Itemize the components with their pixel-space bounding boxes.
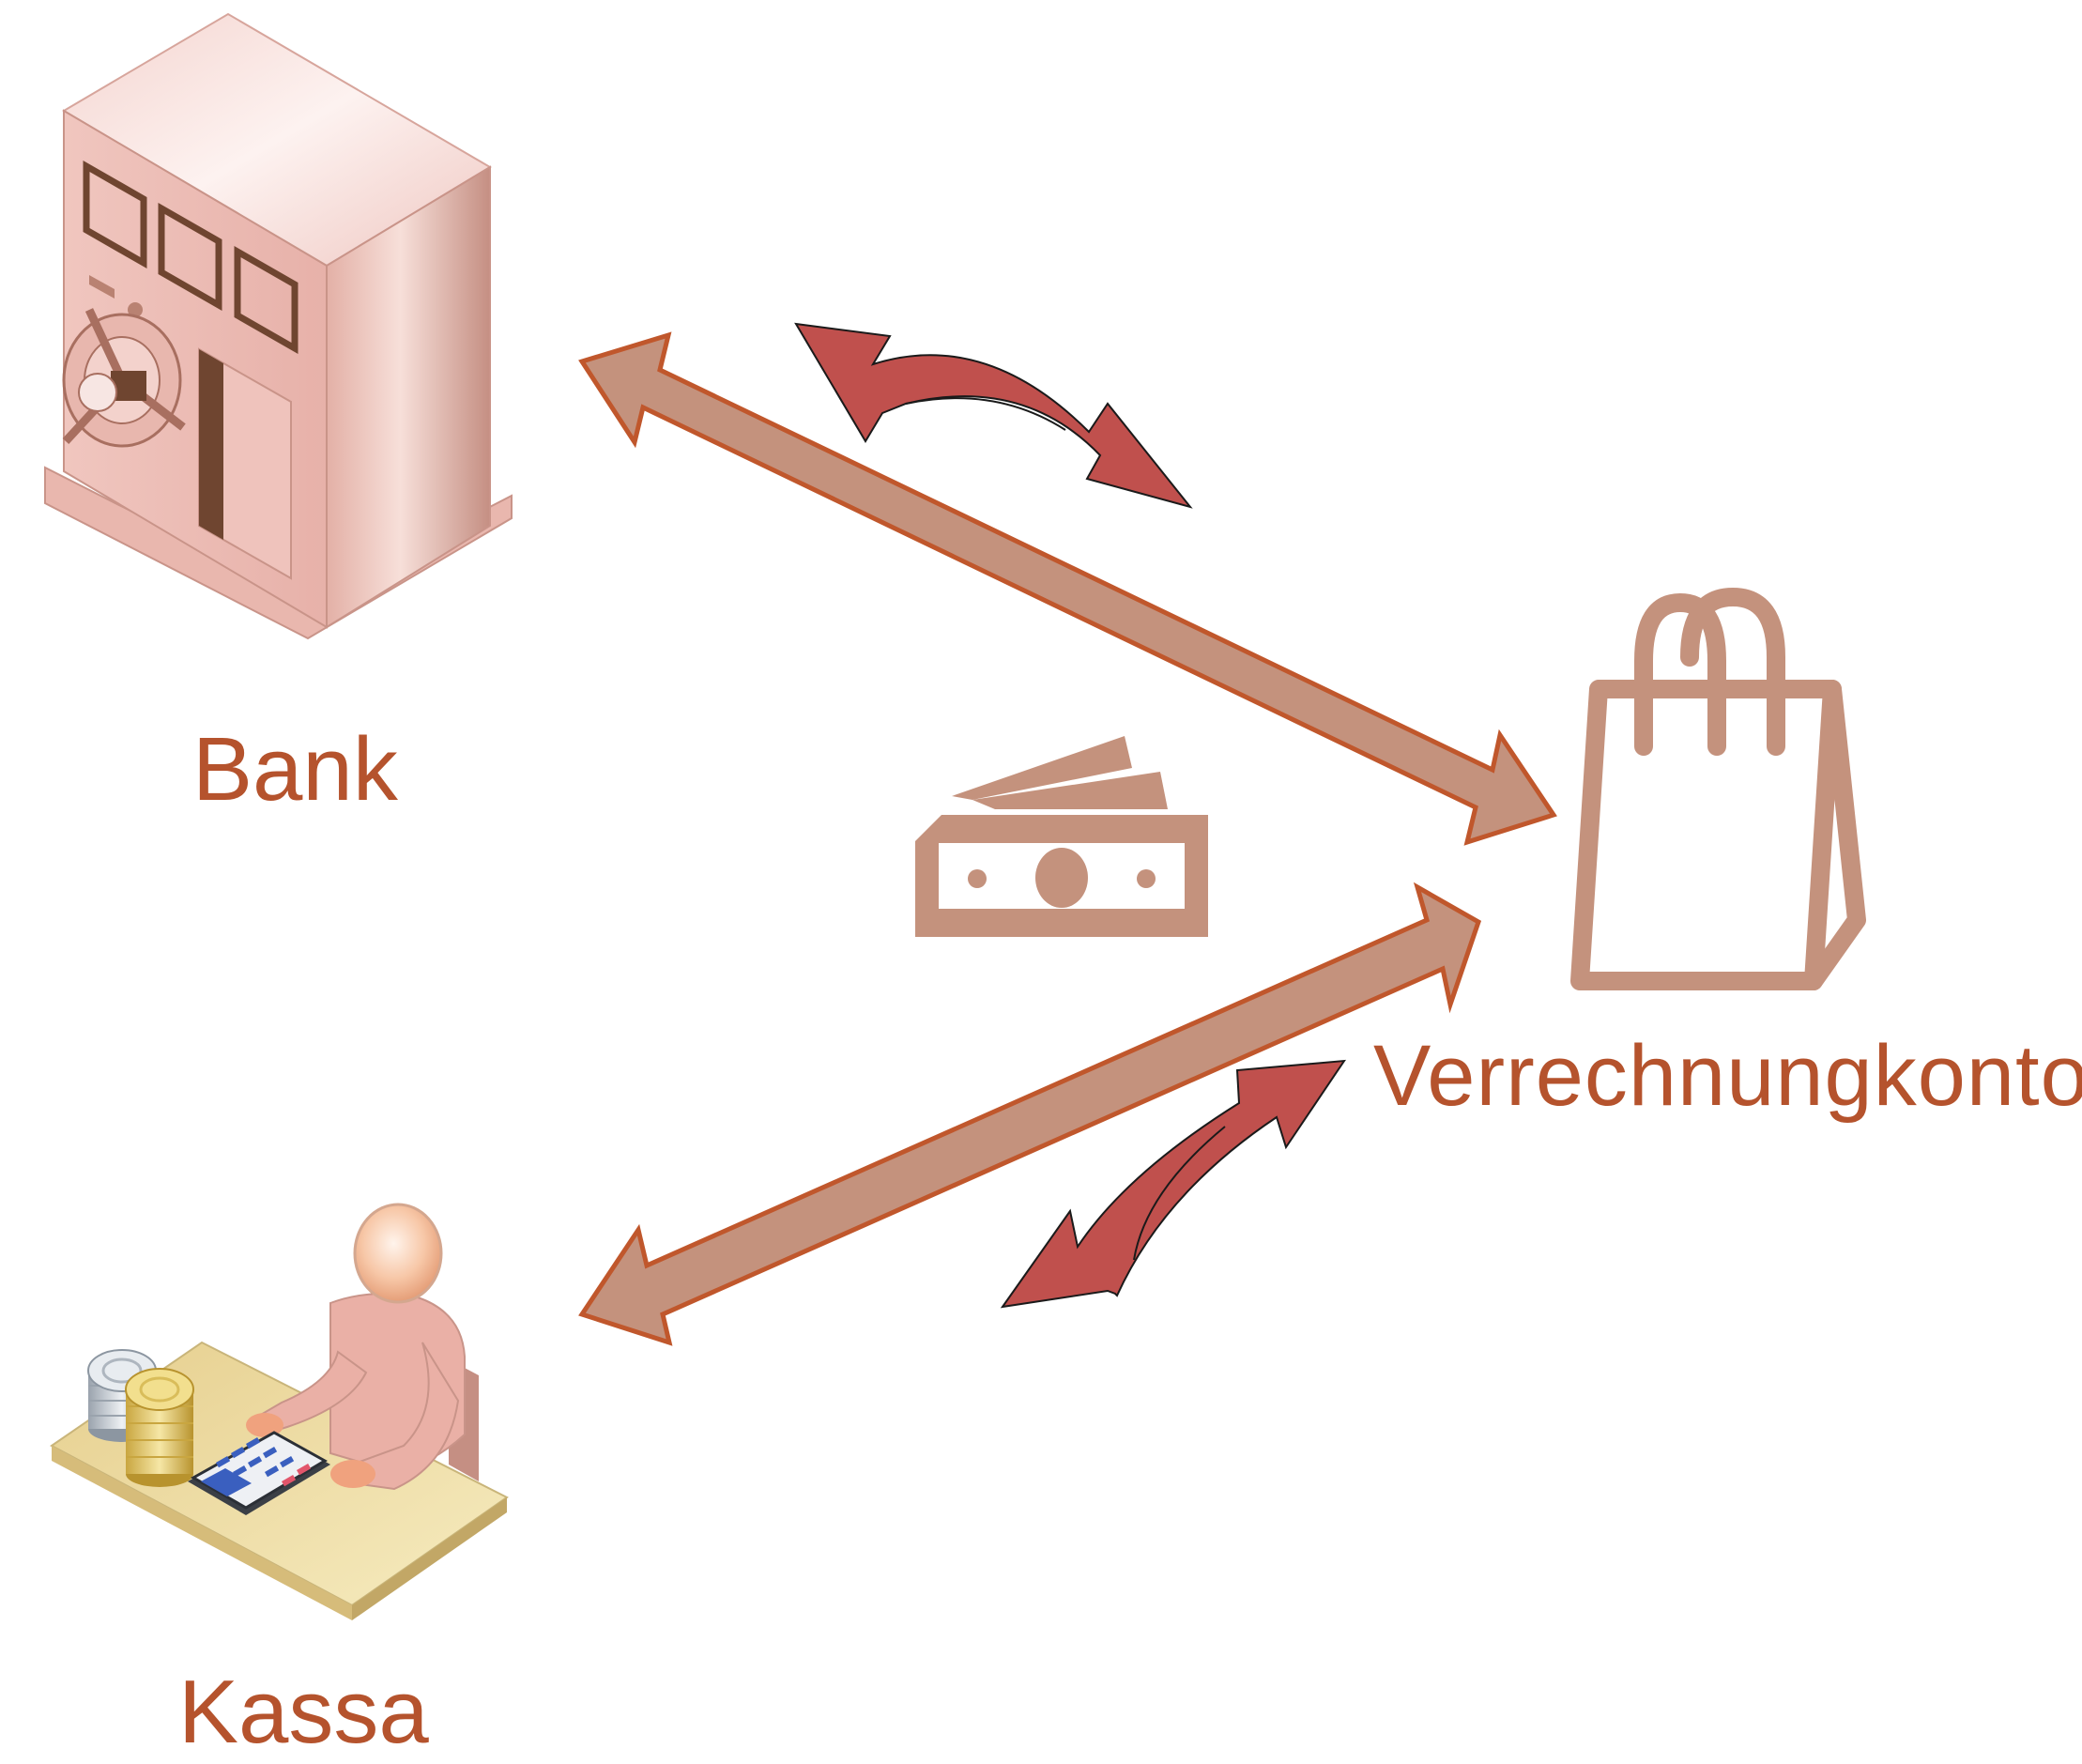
curved-exchange-arrow-top [794,322,1193,509]
banknotes-icon [915,736,1208,937]
curved-exchange-arrow-bottom [1000,1059,1347,1309]
bank-vault-building-icon [44,12,513,640]
verrechnungskonto-label: Verrechnungkonto [1373,1028,2082,1124]
shopping-bag-icon [1570,588,1866,990]
cashier-at-desk-icon [50,1203,509,1620]
bank-konto-double-arrow [578,331,1557,846]
konto-kassa-double-arrow [578,882,1482,1346]
kassa-label: Kassa [178,1662,429,1762]
bank-label: Bank [192,719,398,820]
